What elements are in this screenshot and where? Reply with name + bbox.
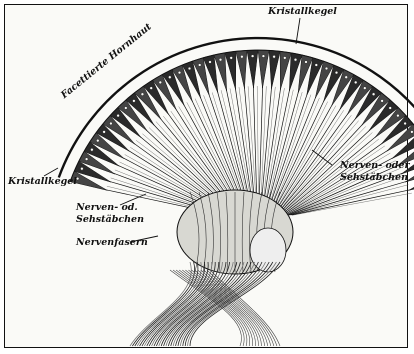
nervenfasern-bundle: [130, 262, 280, 346]
label-kristallkegel-left: Kristallkegel: [8, 176, 77, 187]
ganglion-mass: [177, 190, 293, 274]
label-sehstaebchen-right: Sehstäbchen: [340, 172, 408, 183]
label-nervenfasern: Nervenfasern: [76, 237, 148, 248]
label-kristallkegel-top: Kristallkegel: [268, 6, 337, 17]
label-sehstaebchen-left: Sehstäbchen: [76, 214, 144, 225]
label-nerven-oder: Nerven- oder: [340, 160, 409, 171]
label-nerven-od: Nerven- od.: [76, 202, 138, 213]
